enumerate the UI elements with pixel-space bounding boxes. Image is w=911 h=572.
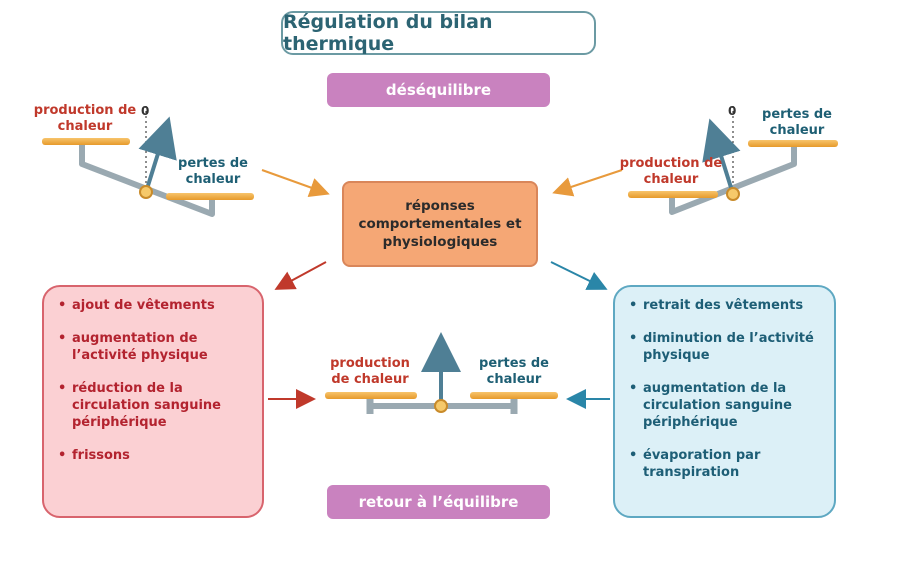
- bottom-scale-pan-right: [470, 392, 558, 399]
- right-scale-needle: [702, 118, 741, 195]
- left-scale-needle: [138, 116, 177, 193]
- right-scale-pertes-label: pertes de chaleur: [762, 107, 832, 138]
- list-item: augmentation de la circulation sanguine …: [627, 380, 824, 431]
- right-response-list: retrait des vêtements diminution de l’ac…: [627, 297, 824, 481]
- right-scale-pivot: [726, 187, 740, 201]
- left-box-cold-responses: ajout de vêtements augmentation de l’act…: [42, 285, 264, 518]
- left-scale: [42, 106, 254, 217]
- right-box-heat-responses: retrait des vêtements diminution de l’ac…: [613, 285, 836, 518]
- center-box-reponses: réponses comportementales et physiologiq…: [342, 181, 538, 267]
- right-scale-production-label: production de chaleur: [619, 156, 723, 187]
- arrow-center-to-right-box: [550, 261, 608, 290]
- right-scale-pan-right: [748, 140, 838, 147]
- desequilibre-label: déséquilibre: [327, 73, 550, 107]
- arrow-center-to-left-box: [274, 261, 327, 290]
- left-scale-pan-left: [42, 138, 130, 145]
- left-scale-pivot: [139, 185, 153, 199]
- page-title: Régulation du bilan thermique: [281, 11, 596, 55]
- right-scale: [628, 106, 838, 215]
- bottom-scale-production-label: production de chaleur: [330, 356, 410, 387]
- list-item: frissons: [56, 447, 252, 464]
- list-item: retrait des vêtements: [627, 297, 824, 314]
- left-scale-pan-right: [166, 193, 254, 200]
- bottom-scale-pan-left: [325, 392, 417, 399]
- arrow-left-scale-to-center: [261, 169, 330, 197]
- left-response-list: ajout de vêtements augmentation de l’act…: [56, 297, 252, 464]
- right-scale-zero-label: 0: [728, 104, 737, 118]
- list-item: réduction de la circulation sanguine pér…: [56, 380, 252, 431]
- list-item: ajout de vêtements: [56, 297, 252, 314]
- left-scale-production-label: production de chaleur: [33, 103, 137, 134]
- left-scale-zero-label: 0: [141, 104, 150, 118]
- list-item: évaporation par transpiration: [627, 447, 824, 481]
- bottom-scale: [325, 332, 558, 414]
- list-item: augmentation de l’activité physique: [56, 330, 252, 364]
- bottom-scale-pivot: [434, 399, 448, 413]
- bottom-scale-pertes-label: pertes de chaleur: [479, 356, 549, 387]
- arrow-right-scale-to-center: [552, 169, 623, 197]
- left-scale-pertes-label: pertes de chaleur: [178, 156, 248, 187]
- list-item: diminution de l’activité physique: [627, 330, 824, 364]
- right-scale-pan-left: [628, 191, 718, 198]
- retour-equilibre-label: retour à l’équilibre: [327, 485, 550, 519]
